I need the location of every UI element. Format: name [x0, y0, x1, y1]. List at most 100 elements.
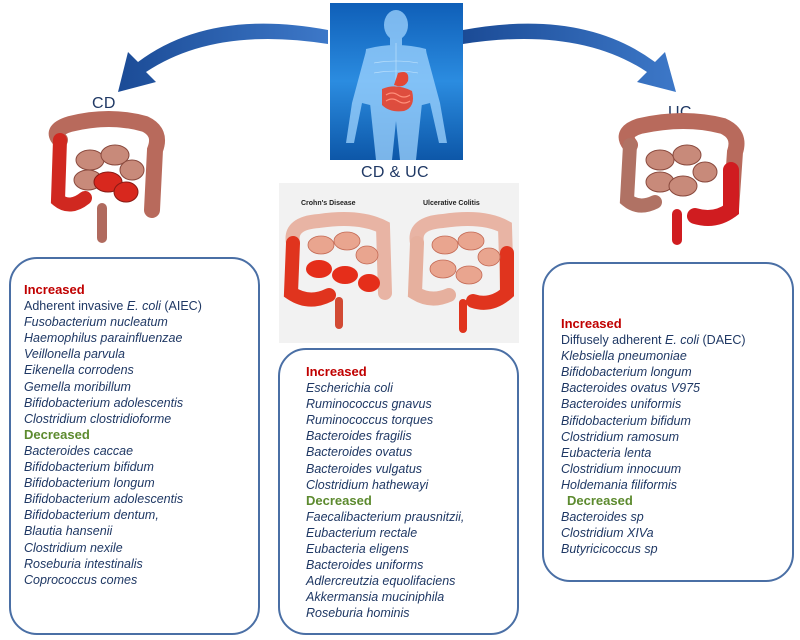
human-body-illustration: [330, 3, 463, 160]
species-suffix: (AIEC): [160, 299, 202, 314]
species-name: Bifidobacterium bifidum: [24, 460, 154, 475]
species-item: Bifidobacterium bifidum: [24, 459, 202, 475]
species-name: Clostridium nexile: [24, 540, 123, 555]
species-item: Fusobacterium nucleatum: [24, 314, 202, 330]
species-item: Clostridium ramosum: [561, 429, 746, 445]
species-item: Blautia hansenii: [24, 523, 202, 539]
shared-microbiota-box: [278, 348, 519, 635]
body-silhouette-icon: [346, 10, 447, 160]
cd-colon-illustration: [48, 111, 165, 243]
species-name: Bifidobacterium longum: [561, 365, 692, 380]
species-item: Roseburia intestinalis: [24, 556, 202, 572]
species-item: Coprococcus comes: [24, 572, 202, 588]
species-item: Clostridium nexile: [24, 540, 202, 556]
species-name: Ruminococcus torques: [306, 413, 434, 428]
species-item: Veillonella parvula: [24, 346, 202, 362]
species-item: Roseburia hominis: [306, 605, 464, 621]
species-name: Akkermansia muciniphila: [306, 590, 445, 605]
uc-increased-list: Diffusely adherent E. coli (DAEC)Klebsie…: [561, 332, 746, 493]
species-name: Gemella moribillum: [24, 379, 131, 394]
species-item: Eubacterium rectale: [306, 525, 464, 541]
species-name: Bacteroides vulgatus: [306, 461, 423, 476]
species-name: Haemophilus parainfluenzae: [24, 331, 183, 346]
species-item: Escherichia coli: [306, 380, 464, 396]
species-item: Bifidobacterium adolescentis: [24, 395, 202, 411]
species-item: Bacteroides fragilis: [306, 428, 464, 444]
species-name: Faecalibacterium prausnitzii,: [306, 509, 465, 524]
species-suffix: (DAEC): [699, 333, 746, 348]
species-item: Bifidobacterium longum: [561, 364, 746, 380]
uc-box-content: Increased Diffusely adherent E. coli (DA…: [561, 316, 746, 557]
species-item: Bifidobacterium bifidum: [561, 413, 746, 429]
species-item: Adlercreutzia equolifaciens: [306, 573, 464, 589]
species-item: Gemella moribillum: [24, 379, 202, 395]
species-item: Butyricicoccus sp: [561, 541, 746, 557]
species-item: Clostridium hathewayi: [306, 477, 464, 493]
species-item: Adherent invasive E. coli (AIEC): [24, 298, 202, 314]
species-name: Clostridium ramosum: [561, 429, 680, 444]
species-item: Holdemania filiformis: [561, 477, 746, 493]
species-name: Coprococcus comes: [24, 572, 138, 587]
species-name: Bacteroides uniforms: [306, 558, 424, 573]
species-item: Klebsiella pneumoniae: [561, 348, 746, 364]
species-item: Bacteroides ovatus: [306, 444, 464, 460]
species-name: Bacteroides ovatus: [306, 445, 413, 460]
species-item: Ruminococcus torques: [306, 412, 464, 428]
species-name: Bacteroides sp: [561, 510, 644, 525]
arrows: [118, 23, 676, 93]
cd-decreased-heading: Decreased: [24, 426, 90, 442]
species-name: Fusobacterium nucleatum: [24, 315, 168, 330]
left-curved-arrow: [118, 23, 328, 93]
species-name: Eubacteria lenta: [561, 445, 652, 460]
species-item: Haemophilus parainfluenzae: [24, 330, 202, 346]
species-item: Bifidobacterium dentum,: [24, 507, 202, 523]
species-item: Akkermansia muciniphila: [306, 589, 464, 605]
species-item: Faecalibacterium prausnitzii,: [306, 509, 464, 525]
species-item: Clostridium XIVa: [561, 525, 746, 541]
species-name: Bacteroides fragilis: [306, 429, 412, 444]
species-name: Eubacteria eligens: [306, 542, 409, 557]
species-item: Bacteroides sp: [561, 509, 746, 525]
ulcerative-colitis-title: Ulcerative Colitis: [423, 200, 480, 207]
species-prefix: Diffusely adherent: [561, 333, 665, 348]
species-name: Ruminococcus gnavus: [306, 397, 432, 412]
species-name: Roseburia intestinalis: [24, 556, 143, 571]
crohns-colon-icon: [283, 212, 392, 329]
species-name: Veillonella parvula: [24, 347, 125, 362]
colitis-colon-icon: [407, 212, 514, 333]
shared-decreased-heading: Decreased: [306, 492, 372, 508]
species-item: Ruminococcus gnavus: [306, 396, 464, 412]
species-name: Bacteroides ovatus V975: [561, 381, 700, 396]
species-item: Eikenella corrodens: [24, 362, 202, 378]
species-name: Clostridium innocuum: [561, 461, 682, 476]
colon-icon: [618, 113, 745, 245]
species-item: Bacteroides uniforms: [306, 557, 464, 573]
species-item: Bacteroides caccae: [24, 443, 202, 459]
species-item: Clostridium innocuum: [561, 461, 746, 477]
species-item: Diffusely adherent E. coli (DAEC): [561, 332, 746, 348]
crohns-disease-title: Crohn's Disease: [301, 200, 356, 207]
cd-increased-heading: Increased: [24, 282, 85, 297]
species-name: Butyricicoccus sp: [561, 542, 658, 557]
species-name: Bifidobacterium adolescentis: [24, 395, 184, 410]
species-name: Clostridium hathewayi: [306, 477, 429, 492]
species-name: Klebsiella pneumoniae: [561, 349, 687, 364]
center-label: CD & UC: [361, 164, 429, 181]
species-name: Bifidobacterium longum: [24, 476, 155, 491]
species-name: Clostridium clostridioforme: [24, 411, 172, 426]
shared-increased-heading: Increased: [306, 364, 367, 379]
species-name: Escherichia coli: [306, 381, 393, 396]
species-name: Roseburia hominis: [306, 606, 410, 621]
panel-colons: [283, 212, 514, 333]
species-name: Adlercreutzia equolifaciens: [306, 574, 456, 589]
uc-decreased-heading: Decreased: [567, 493, 633, 509]
species-item: Bacteroides ovatus V975: [561, 380, 746, 396]
species-name: Blautia hansenii: [24, 524, 113, 539]
comparison-image: Crohn's Disease Ulcerative Colitis: [279, 183, 519, 343]
species-name: Eikenella corrodens: [24, 363, 134, 378]
species-item: Bifidobacterium adolescentis: [24, 491, 202, 507]
